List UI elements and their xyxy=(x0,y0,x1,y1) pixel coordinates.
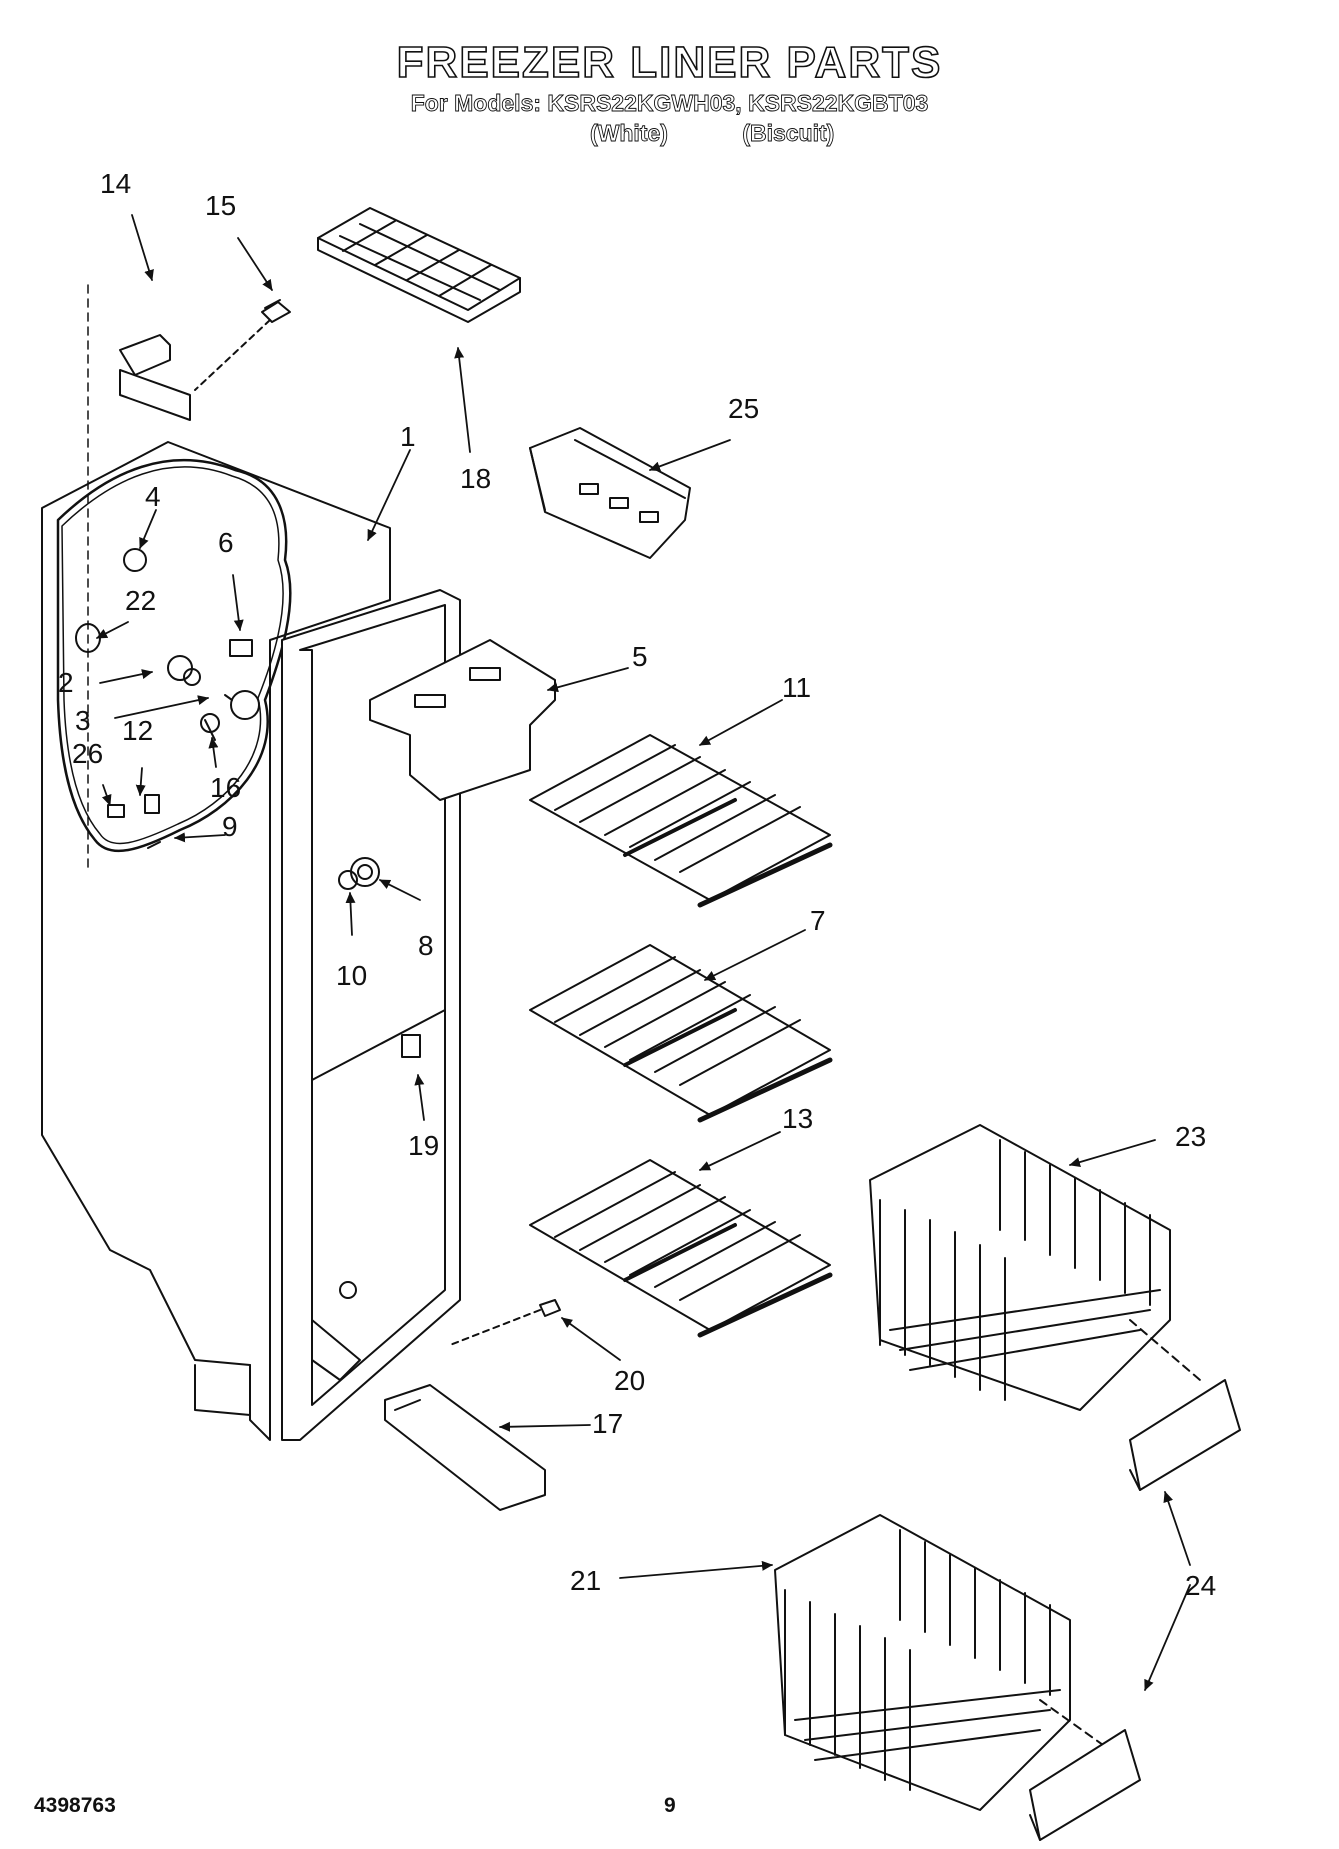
models-line: For Models: KSRS22KGWH03, KSRS22KGBT03 xyxy=(410,90,929,117)
variant-biscuit: (Biscuit) xyxy=(742,120,835,147)
wire-shelf-13 xyxy=(529,1159,833,1338)
callout-4: 4 xyxy=(145,481,161,512)
callout-22: 22 xyxy=(125,585,156,616)
callout-25: 25 xyxy=(728,393,759,424)
variant-white: (White) xyxy=(590,120,669,147)
callout-24: 24 xyxy=(1185,1570,1216,1601)
liner-front-frame xyxy=(281,589,461,1441)
callout-20: 20 xyxy=(614,1365,645,1396)
color-variants: (White) (Biscuit) xyxy=(590,120,835,147)
callout-11: 11 xyxy=(782,672,811,703)
callout-leaders xyxy=(96,214,1191,1691)
callout-15: 15 xyxy=(205,190,236,221)
callout-7: 7 xyxy=(810,905,826,936)
callout-labels: 1 2 3 4 5 6 7 8 9 10 11 12 13 14 15 16 1… xyxy=(58,168,1216,1601)
air-duct-cover xyxy=(369,639,556,801)
page-title: FREEZER LINER PARTS xyxy=(396,37,943,88)
callout-6: 6 xyxy=(218,527,234,558)
bottom-trim-and-screw xyxy=(384,1299,561,1511)
callout-23: 23 xyxy=(1175,1121,1206,1152)
liner-side-wall xyxy=(41,441,391,1441)
wire-shelf-11 xyxy=(529,734,833,908)
page-number: 9 xyxy=(664,1794,676,1817)
callout-18: 18 xyxy=(460,463,491,494)
ice-cube-tray xyxy=(317,207,521,323)
callout-3: 3 xyxy=(75,705,91,736)
wire-basket-23 xyxy=(869,1124,1201,1411)
callout-19: 19 xyxy=(408,1130,439,1161)
callout-2: 2 xyxy=(58,667,74,698)
callout-14: 14 xyxy=(100,168,131,199)
callout-5: 5 xyxy=(632,641,648,672)
callout-12: 12 xyxy=(122,715,153,746)
callout-13: 13 xyxy=(782,1103,813,1134)
document-number: 4398763 xyxy=(34,1794,116,1817)
wire-shelf-7 xyxy=(529,944,833,1123)
callout-9: 9 xyxy=(222,811,238,842)
callout-16: 16 xyxy=(210,772,241,803)
callout-26: 26 xyxy=(72,738,103,769)
top-bracket xyxy=(87,284,291,871)
basket-trim-24-lower xyxy=(1029,1729,1141,1841)
callout-8: 8 xyxy=(418,930,434,961)
callout-1: 1 xyxy=(400,421,416,452)
wire-basket-21 xyxy=(774,1514,1111,1811)
callout-17: 17 xyxy=(592,1408,623,1439)
basket-trim-24-upper xyxy=(1129,1379,1241,1491)
callout-21: 21 xyxy=(570,1565,601,1596)
callout-10: 10 xyxy=(336,960,367,991)
ice-bin xyxy=(529,427,691,559)
